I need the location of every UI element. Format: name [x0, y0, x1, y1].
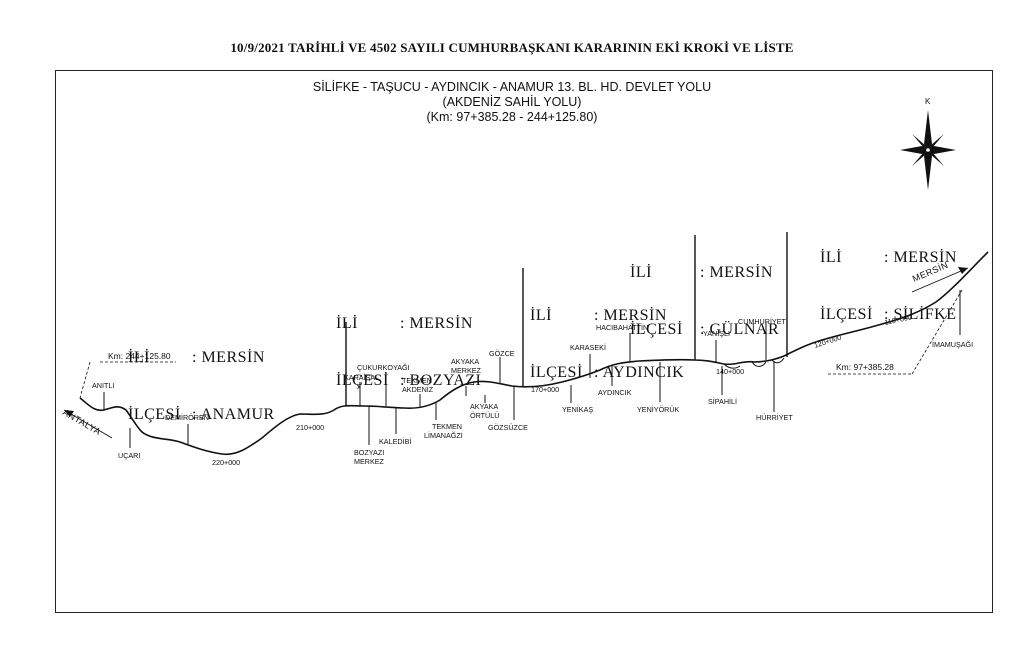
place-label: AKYAKA	[470, 402, 498, 411]
direction-antalya: ANTALYA	[61, 407, 113, 439]
place-label: KALEDİBİ	[379, 437, 411, 446]
ilce-label: İLÇESİ	[530, 364, 583, 381]
place-label: YENİKAŞ	[562, 405, 593, 414]
place-label: DEMİRÖREN	[165, 413, 209, 422]
place-label: TEKMEN	[432, 422, 462, 431]
place-label: CUMHURİYET	[738, 317, 787, 326]
map-title-road-name: (AKDENİZ SAHİL YOLU)	[442, 95, 582, 109]
map-title-km-range: (Km: 97+385.28 - 244+125.80)	[426, 110, 598, 124]
place-label: TEKMEN	[402, 376, 432, 385]
il-value: : MERSİN	[884, 249, 957, 266]
km-marker: 120+000	[813, 333, 843, 350]
il-label: İLİ	[530, 307, 552, 324]
place-label: GÖZCE	[489, 349, 515, 358]
admin-block-bozyazi: İLİ: MERSİN İLÇESİ: BOZYAZI	[336, 276, 481, 409]
direction-mersin: MERSİN	[911, 260, 969, 293]
admin-block-anamur: İLİ : MERSİN İLÇESİ : ANAMUR	[128, 310, 275, 443]
ilce-value: : AYDINCIK	[594, 364, 685, 381]
km-marker: 170+000	[531, 385, 559, 394]
place-label: GÖZSÜZCE	[488, 423, 528, 432]
place-label: AKYAKA	[451, 357, 479, 366]
place-label: YENİYÖRÜK	[637, 405, 680, 414]
admin-block-aydincik: İLİ : MERSİN İLÇESİ : AYDINCIK	[530, 268, 684, 401]
km-marker: 140+000	[716, 367, 744, 376]
place-label: LİMANAĞZI	[424, 431, 463, 440]
coastal-road-line	[79, 251, 989, 456]
place-label: ÖRTÜLÜ	[470, 411, 499, 420]
admin-block-silifke: İLİ : MERSİN İLÇESİ : SİLİFKE	[820, 210, 957, 343]
ilce-value: : SİLİFKE	[884, 306, 957, 323]
coast-detail	[723, 357, 785, 369]
place-label: MERKEZ	[451, 366, 482, 375]
place-label: KARAİSAL	[344, 373, 379, 382]
place-label: YANIŞLI	[703, 329, 730, 338]
km-marker: 210+000	[296, 423, 324, 432]
place-label: KARASEKİ	[570, 343, 606, 352]
il-value: : MERSİN	[594, 307, 667, 324]
km-endpoint-west: Km: 244+125.80	[79, 351, 176, 399]
il-label: İLİ	[820, 249, 842, 266]
north-arrow-compass-icon: K	[900, 97, 956, 190]
place-label: MERKEZ	[354, 457, 385, 466]
il-label: İLİ	[128, 349, 150, 366]
il-value: : MERSİN	[400, 315, 473, 332]
place-label: UÇARI	[118, 451, 140, 460]
km-end-label: Km: 97+385.28	[836, 362, 894, 372]
il-label: İLİ	[630, 264, 652, 281]
document-title: 10/9/2021 TARİHLİ VE 4502 SAYILI CUMHURB…	[230, 40, 794, 55]
ilce-value: : GÜLNAR	[700, 321, 780, 338]
il-value: : MERSİN	[192, 349, 265, 366]
compass-north-label: K	[925, 97, 931, 106]
ilce-label: İLÇESİ	[128, 406, 181, 423]
place-label: AYDINCIK	[598, 388, 632, 397]
settlement-ticks	[103, 290, 961, 448]
map-title-route: SİLİFKE - TAŞUCU - AYDINCIK - ANAMUR 13.…	[312, 80, 712, 94]
place-label: HACIBAHATTİN	[596, 323, 648, 332]
direction-antalya-label: ANTALYA	[61, 407, 103, 437]
place-label: ANITLI	[92, 381, 114, 390]
direction-mersin-label: MERSİN	[911, 260, 950, 284]
map-frame	[55, 70, 993, 613]
il-value: : MERSİN	[700, 264, 773, 281]
il-label: İLİ	[336, 315, 358, 332]
place-label: İMAMUŞAĞI	[932, 340, 973, 349]
ilce-label: İLÇESİ	[336, 372, 389, 389]
ilce-value: : ANAMUR	[192, 406, 275, 423]
ilce-label: İLÇESİ	[630, 321, 683, 338]
place-label: ÇUKURKOYAĞI	[357, 363, 410, 372]
km-marker: 220+000	[212, 458, 240, 467]
km-endpoint-east: Km: 97+385.28	[828, 289, 963, 375]
place-label: BOZYAZI	[354, 448, 384, 457]
km-start-label: Km: 244+125.80	[108, 351, 171, 361]
ilce-label: İLÇESİ	[820, 306, 873, 323]
place-label: HÜRRİYET	[756, 413, 793, 422]
place-label: AKDENİZ	[402, 385, 434, 394]
km-marker: 110+000	[884, 312, 913, 327]
place-label: SİPAHİLİ	[708, 397, 737, 406]
admin-block-gulnar: İLİ : MERSİN İLÇESİ : GÜLNAR	[630, 225, 779, 358]
